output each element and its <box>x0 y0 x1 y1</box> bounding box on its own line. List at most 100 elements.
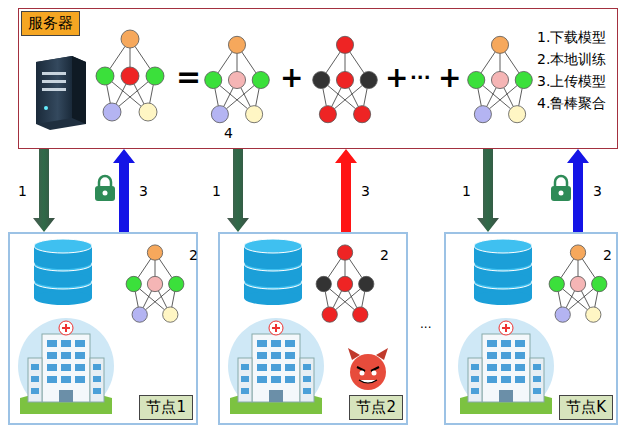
node-name-tag: 节点1 <box>139 395 193 420</box>
database-icon <box>34 239 92 305</box>
server-heading-tag: 服务器 <box>21 11 80 36</box>
net-link <box>326 52 340 73</box>
net-neuron <box>354 106 371 123</box>
hospital-sign <box>59 321 73 335</box>
net-neuron <box>139 103 157 121</box>
db-layer <box>244 239 302 253</box>
db-layer <box>34 255 92 269</box>
net-neuron <box>337 276 352 291</box>
net-neuron <box>169 276 184 291</box>
net-neuron <box>491 36 508 53</box>
hospital-window <box>75 352 85 359</box>
hospital-window <box>487 364 497 371</box>
hospital-window <box>47 340 57 347</box>
net-link <box>107 85 111 103</box>
net-link <box>332 88 341 107</box>
net-link <box>325 292 328 308</box>
net-link <box>323 88 326 105</box>
hospital-wing <box>90 358 104 402</box>
db-layer <box>474 273 532 287</box>
neural-net-icon <box>96 30 164 121</box>
net-neuron <box>147 245 162 260</box>
hospital-icon <box>458 318 554 414</box>
hospital-window <box>471 376 479 382</box>
hospital-window <box>47 364 57 371</box>
hospital-window <box>31 388 39 394</box>
net-link <box>146 289 171 310</box>
db-layer <box>244 291 302 305</box>
callout-number: 2 <box>603 248 612 262</box>
step-number: 3 <box>139 184 148 198</box>
net-neuron <box>228 71 245 88</box>
net-link <box>138 259 151 278</box>
hospital-building <box>482 334 530 402</box>
net-neuron <box>353 307 368 322</box>
hospital-building <box>252 334 300 402</box>
net-neuron <box>121 30 139 48</box>
hospital-window <box>533 364 541 370</box>
ellipsis: ... <box>420 318 431 330</box>
net-link <box>241 88 250 107</box>
net-neuron <box>319 106 336 123</box>
net-neuron <box>147 276 162 291</box>
hospital-door <box>499 390 513 402</box>
net-link <box>500 53 501 71</box>
net-link <box>334 85 362 108</box>
hospital-window <box>271 340 281 347</box>
hospital-window <box>501 340 511 347</box>
hospital-window <box>61 376 71 383</box>
hospital-window <box>285 340 295 347</box>
neural-net-icon <box>313 36 378 122</box>
callout-number: 4 <box>224 126 233 140</box>
plus-sign: + <box>385 64 408 92</box>
step-number: 1 <box>18 184 27 198</box>
net-link <box>130 48 131 67</box>
hospital-cross <box>62 324 70 332</box>
hospital-window <box>271 352 281 359</box>
net-link <box>134 84 144 104</box>
net-neuron <box>126 276 141 291</box>
net-neuron <box>360 71 377 88</box>
flow-arrow <box>335 149 357 232</box>
client-node-box: 节点2 <box>218 232 408 425</box>
hospital-building <box>42 334 90 402</box>
hospital-bg <box>228 318 324 414</box>
net-link <box>256 88 259 105</box>
step-list-item: 2.本地训练 <box>537 52 606 66</box>
hospital-bg <box>458 318 554 414</box>
hospital-window <box>515 376 525 383</box>
server-icon <box>36 56 86 130</box>
net-neuron <box>228 36 245 53</box>
net-neuron <box>586 307 601 322</box>
net-link <box>242 52 256 73</box>
node-name-tag: 节点K <box>559 395 613 420</box>
ellipsis: ··· <box>410 69 431 87</box>
hospital-window <box>487 340 497 347</box>
net-neuron <box>252 71 269 88</box>
hospital-door <box>269 390 283 402</box>
net-link <box>582 259 595 278</box>
net-link <box>349 259 362 278</box>
net-neuron <box>121 67 139 85</box>
hospital-wing <box>28 358 42 402</box>
attacker-devil-icon <box>348 348 388 390</box>
hospital-window <box>61 340 71 347</box>
net-neuron <box>146 67 164 85</box>
hospital-cross <box>272 324 280 332</box>
hospital-window <box>471 364 479 370</box>
hospital-door <box>59 390 73 402</box>
net-link <box>155 260 156 276</box>
hospital-window <box>501 352 511 359</box>
net-link <box>158 291 166 308</box>
database-icon <box>474 239 532 305</box>
net-link <box>328 259 341 278</box>
neural-net-icon <box>316 245 374 322</box>
hospital-window <box>501 376 511 383</box>
step-number: 3 <box>593 184 602 198</box>
hospital-window <box>61 352 71 359</box>
net-neuron <box>316 276 331 291</box>
net-link <box>561 259 574 278</box>
neural-net-icon <box>468 36 533 122</box>
net-neuron <box>468 71 485 88</box>
